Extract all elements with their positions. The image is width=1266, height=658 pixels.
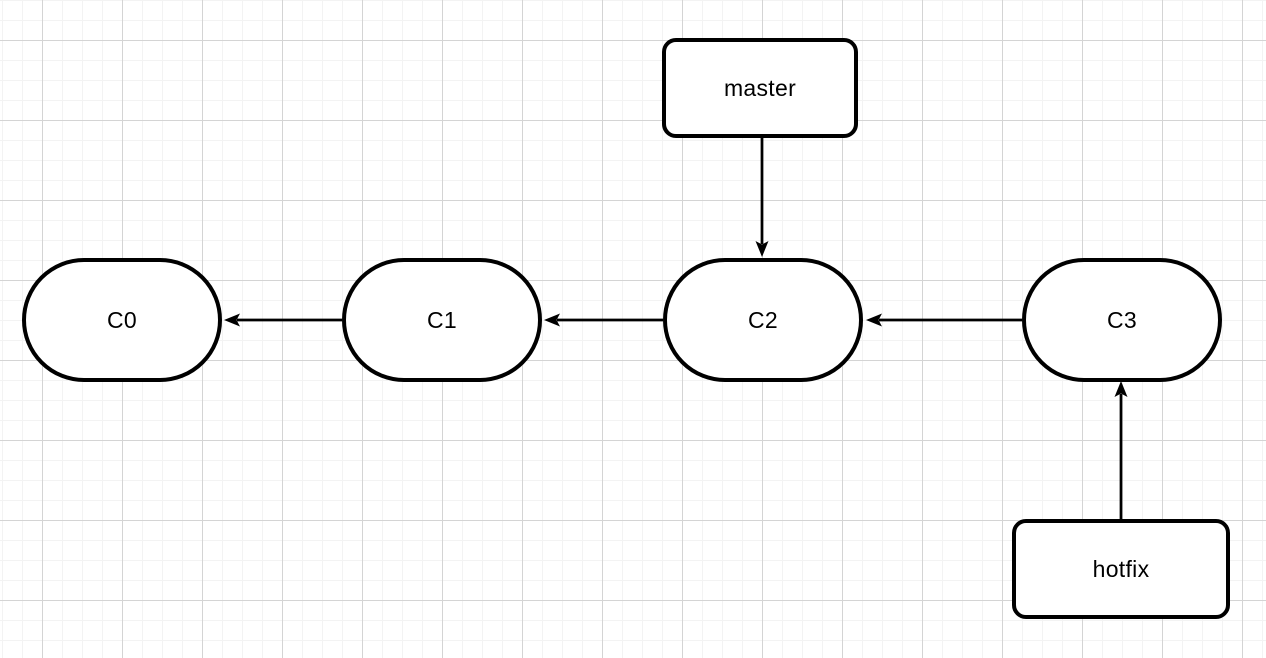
commit-node-c2[interactable]: C2 [663, 258, 863, 382]
edge-c2-to-c1[interactable] [544, 313, 663, 327]
commit-node-c1[interactable]: C1 [342, 258, 542, 382]
branch-node-master[interactable]: master [662, 38, 858, 138]
commit-label: C0 [106, 306, 137, 333]
commit-label: C2 [747, 306, 778, 333]
edge-c3-to-c2[interactable] [866, 313, 1022, 327]
edge-c1-to-c0[interactable] [224, 313, 342, 327]
branch-label: master [723, 74, 797, 101]
branch-node-hotfix[interactable]: hotfix [1012, 519, 1230, 619]
commit-label: C1 [426, 306, 457, 333]
commit-node-c0[interactable]: C0 [22, 258, 222, 382]
branch-label: hotfix [1092, 555, 1150, 582]
edge-master-to-c2[interactable] [755, 138, 769, 257]
commit-node-c3[interactable]: C3 [1022, 258, 1222, 382]
commit-label: C3 [1106, 306, 1137, 333]
edge-hotfix-to-c3[interactable] [1114, 381, 1128, 519]
